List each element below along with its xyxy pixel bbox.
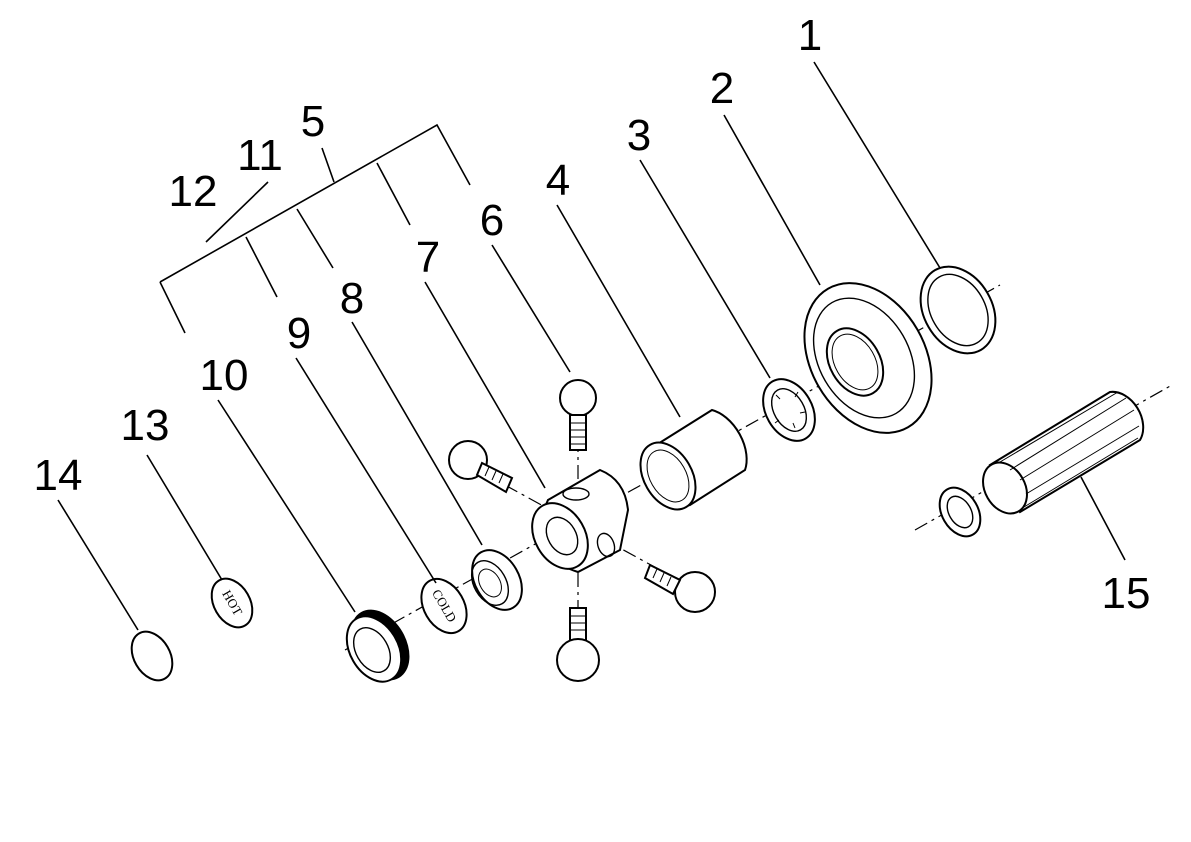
part-4-sleeve: [639, 408, 748, 511]
label-4: 4: [546, 156, 570, 205]
label-2: 2: [710, 64, 734, 113]
label-1: 1: [798, 11, 822, 60]
label-12: 12: [169, 167, 218, 216]
part-15-stem-adapter: [938, 390, 1145, 538]
label-15: 15: [1102, 569, 1151, 618]
part-3-lock-ring: [762, 378, 816, 442]
label-10: 10: [200, 351, 249, 400]
label-11: 11: [237, 131, 283, 180]
part-2-escutcheon: [803, 282, 933, 434]
label-8: 8: [340, 274, 364, 323]
part-10-retaining-ring: [345, 609, 410, 683]
label-6: 6: [480, 196, 504, 245]
callout-labels: 1 2 3 4 5 6 7 8 9 10 11 12 13 14 15: [34, 11, 1151, 618]
part-1-ring: [919, 265, 997, 355]
part-13-hot-cap: HOT: [210, 577, 254, 629]
part-6-tip-left: [448, 440, 514, 494]
part-7-hub: [531, 468, 630, 574]
part-6-tip-bottom: [556, 607, 600, 682]
part-6-tip-top: [559, 379, 597, 451]
label-5: 5: [301, 97, 325, 146]
leader-lines: [57, 61, 1126, 631]
label-9: 9: [287, 309, 311, 358]
label-14: 14: [34, 451, 83, 500]
part-14-plain-cap: [130, 630, 174, 682]
label-3: 3: [627, 111, 651, 160]
part-8-insert: [470, 549, 523, 611]
label-7: 7: [416, 233, 440, 282]
part-6-tip-right: [643, 563, 716, 613]
label-13: 13: [121, 401, 170, 450]
part-9-cold-cap: COLD: [420, 577, 468, 635]
